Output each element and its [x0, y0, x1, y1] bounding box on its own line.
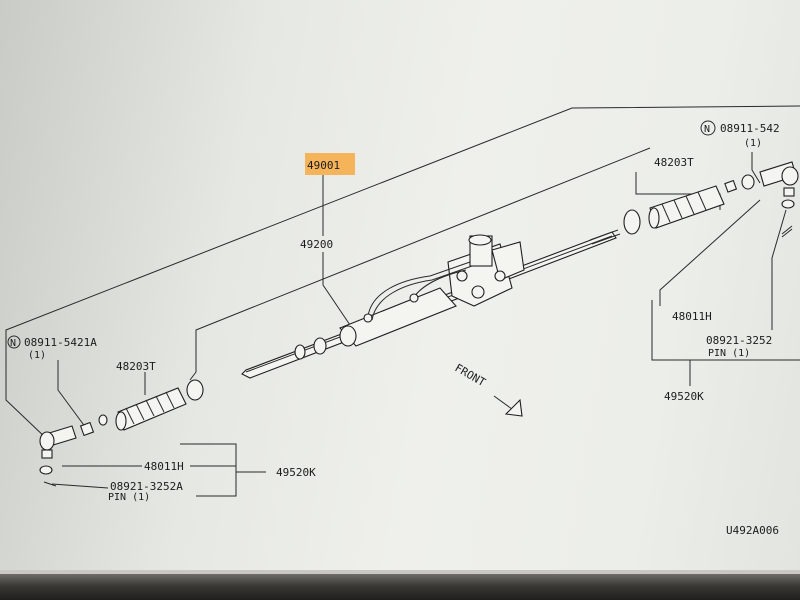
n-symbol-right	[700, 120, 716, 136]
label-end-left: 48011H	[144, 460, 184, 473]
boot-right	[648, 185, 725, 229]
label-drawing-id: U492A006	[726, 524, 779, 537]
tie-rod-end-left	[39, 425, 77, 487]
tie-rod-end-right	[759, 161, 799, 209]
label-assembly-49001: 49001	[307, 159, 340, 172]
label-pin-right-code: 08921-3252	[706, 334, 772, 347]
clamp-right	[623, 209, 641, 235]
label-gear-49200: 49200	[300, 238, 333, 251]
label-kit-right: 49520K	[664, 390, 704, 403]
part-highlight	[305, 153, 355, 175]
label-pin-left-desc: PIN (1)	[108, 492, 150, 503]
svg-text:N: N	[10, 338, 16, 349]
label-nut-left: 08911-5421A	[24, 336, 97, 349]
label-boot-left: 48203T	[116, 360, 156, 373]
label-pin-right-desc: PIN (1)	[708, 348, 750, 359]
label-kit-left: 49520K	[276, 466, 316, 479]
monitor-bezel-edge	[0, 570, 800, 574]
left-tie-rod-group	[39, 379, 204, 487]
svg-text:N: N	[704, 124, 710, 135]
label-pin-left-code: 08921-3252A	[110, 480, 183, 493]
label-nut-right-qty: (1)	[744, 138, 762, 149]
label-nut-left-qty: (1)	[28, 350, 46, 361]
front-direction-arrow	[493, 395, 523, 417]
label-nut-right: 08911-542	[720, 122, 780, 135]
monitor-bezel	[0, 574, 800, 600]
steering-gear-assembly	[241, 229, 621, 379]
label-end-right: 48011H	[672, 310, 712, 323]
label-front: FRONT	[453, 361, 489, 389]
clamp-left	[186, 379, 204, 401]
lock-nut-left	[79, 421, 95, 437]
label-boot-right: 48203T	[654, 156, 694, 169]
leader-lines	[5, 105, 800, 497]
boot-left	[115, 387, 187, 431]
right-tie-rod-group	[623, 161, 799, 238]
n-symbol-left	[7, 335, 21, 349]
